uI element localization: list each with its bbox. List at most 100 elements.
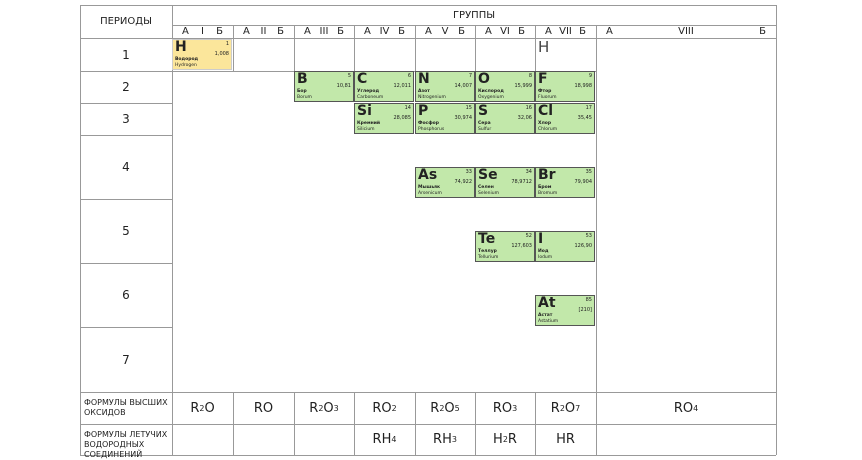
- element-symbol: P: [418, 103, 429, 119]
- element-ru: Кислород: [478, 89, 504, 94]
- element-symbol: O: [478, 71, 490, 87]
- element-mass: 30,974: [454, 115, 473, 121]
- group-header-part: А: [304, 26, 311, 37]
- subscript: 3: [512, 403, 518, 413]
- grid-line: [535, 392, 536, 455]
- group-header-part: Б: [458, 26, 465, 37]
- element-ru: Фтор: [538, 89, 552, 94]
- group-header-part: Б: [518, 26, 525, 37]
- element-symbol: C: [357, 71, 368, 87]
- element-ru: Сера: [478, 121, 491, 126]
- subscript: 4: [391, 435, 397, 444]
- formula-part: RH: [372, 432, 392, 447]
- element-mass: 126,90: [574, 243, 593, 249]
- grid-line: [233, 392, 234, 455]
- group-header-part: А: [243, 26, 250, 37]
- group-header-part: А: [485, 26, 492, 37]
- element-la: Phosphorus: [418, 127, 445, 132]
- element-ru: Кремний: [357, 121, 381, 126]
- hydrogen-group7-symbol: H: [538, 38, 550, 56]
- element-symbol: B: [297, 71, 308, 87]
- formula-part: HR: [556, 432, 575, 447]
- element-number: 16: [525, 105, 532, 111]
- grid-line: [80, 327, 172, 328]
- formula-part: R: [550, 400, 560, 416]
- element-mass: 74,922: [454, 179, 473, 185]
- grid-line: [172, 5, 173, 455]
- element-number: 6: [407, 73, 411, 79]
- grid-line: [294, 25, 295, 71]
- periods-header: ПЕРИОДЫ: [100, 16, 152, 27]
- group-header-part: А: [606, 26, 613, 37]
- subscript: 2: [199, 403, 205, 413]
- grid-line: [80, 5, 776, 6]
- element-la: Sulfur: [478, 127, 492, 132]
- formula-part: RO: [673, 400, 694, 416]
- element-number: 7: [468, 73, 472, 79]
- formula-part: RH: [433, 432, 452, 447]
- formula-part: H: [493, 432, 503, 447]
- grid-line: [233, 25, 234, 71]
- period-label: 5: [122, 224, 130, 238]
- element-la: Borum: [297, 95, 312, 100]
- element-symbol: H: [175, 39, 187, 55]
- group-header-part: VI: [500, 26, 510, 37]
- grid-line: [80, 199, 172, 200]
- element-la: Tellurium: [478, 255, 499, 260]
- element-symbol: Cl: [538, 103, 554, 119]
- grid-line: [475, 25, 476, 71]
- element-la: Chlorum: [538, 127, 558, 132]
- period-label: 3: [122, 112, 130, 126]
- formula-part: R: [190, 400, 200, 416]
- element-symbol: As: [418, 167, 438, 183]
- element-la: Oxygenium: [478, 95, 504, 100]
- group-header-part: А: [182, 26, 189, 37]
- grid-line: [354, 392, 355, 455]
- element-symbol: Si: [357, 103, 372, 119]
- element-ru: Фосфор: [418, 121, 439, 126]
- element-symbol: N: [418, 71, 430, 87]
- element-la: Nitrogenium: [418, 95, 446, 100]
- element-number: 8: [528, 73, 532, 79]
- element-mass: 32,06: [517, 115, 532, 121]
- group-header-part: IV: [379, 26, 390, 37]
- subscript: 3: [451, 435, 457, 444]
- element-ru: Мышьяк: [418, 185, 441, 190]
- element-symbol: I: [538, 231, 544, 247]
- oxides-formula: RO: [233, 392, 294, 424]
- element-mass: [210]: [578, 307, 592, 313]
- element-mass: 1,008: [214, 51, 229, 57]
- grid-line: [80, 5, 81, 455]
- element-ru: Углерод: [357, 89, 380, 94]
- formula-part: R: [309, 400, 319, 416]
- grid-line: [80, 103, 172, 104]
- group-header-part: А: [364, 26, 371, 37]
- element-la: Arsenicum: [418, 191, 442, 196]
- element-symbol: At: [538, 295, 556, 311]
- element-mass: 10,81: [336, 83, 351, 89]
- grid-line: [80, 135, 172, 136]
- period-label: 2: [122, 80, 130, 94]
- element-mass: 78,9712: [511, 179, 532, 185]
- formula-part: O: [564, 400, 576, 416]
- formula-part: R: [430, 400, 440, 416]
- group-header-part: Б: [277, 26, 284, 37]
- group-header-part: Б: [216, 26, 223, 37]
